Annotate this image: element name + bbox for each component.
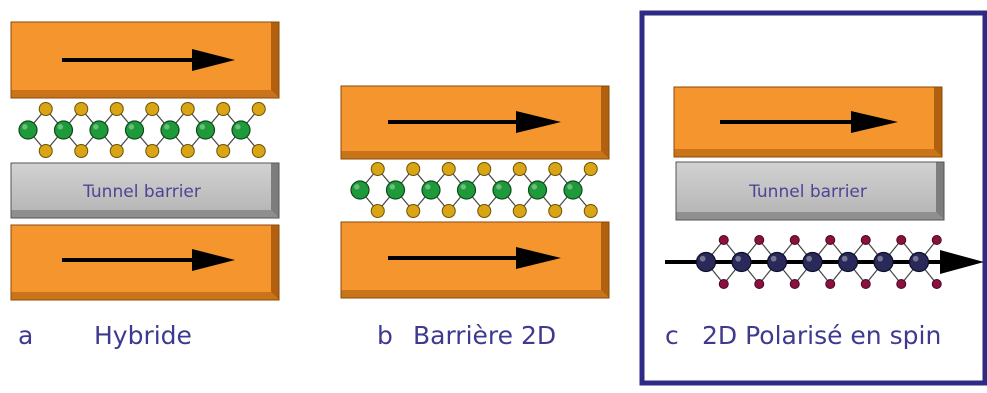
small-atom xyxy=(718,235,729,245)
magnetization-arrow-icon xyxy=(720,111,898,133)
small-atom xyxy=(38,144,53,158)
small-atom xyxy=(370,204,385,218)
small-atom xyxy=(370,162,385,176)
small-atom xyxy=(825,279,836,289)
small-atom xyxy=(251,102,266,116)
panel-a-title: Hybride xyxy=(94,321,192,350)
large-atom xyxy=(492,180,512,200)
small-atom xyxy=(512,162,527,176)
small-atom xyxy=(441,204,456,218)
small-atom xyxy=(180,102,195,116)
small-atom xyxy=(754,279,765,289)
small-atom xyxy=(216,144,231,158)
tunnel-barrier: Tunnel barrier xyxy=(10,162,280,219)
large-atom xyxy=(160,120,180,140)
small-atom xyxy=(860,235,871,245)
small-atom xyxy=(931,235,942,245)
small-atom xyxy=(406,204,421,218)
large-atom xyxy=(89,120,109,140)
magnetization-arrow-icon xyxy=(388,111,561,133)
molecular-layer-icon xyxy=(18,102,266,158)
panel-c-frame xyxy=(639,10,987,386)
small-atom xyxy=(896,235,907,245)
large-atom xyxy=(731,251,752,273)
small-atom xyxy=(38,102,53,116)
small-atom xyxy=(109,102,124,116)
small-atom xyxy=(789,235,800,245)
large-atom xyxy=(563,180,583,200)
small-atom xyxy=(180,144,195,158)
large-atom xyxy=(837,251,859,273)
small-atom xyxy=(754,235,765,245)
small-atom xyxy=(860,279,871,289)
bottom-electrode xyxy=(340,221,610,299)
large-atom xyxy=(421,180,441,200)
panel-b-title: Barrière 2D xyxy=(413,321,557,350)
small-atom xyxy=(477,162,492,176)
large-atom xyxy=(231,120,251,140)
barrier-label: Tunnel barrier xyxy=(82,182,201,202)
large-atom xyxy=(195,120,216,140)
magnetization-arrow-icon xyxy=(62,49,235,71)
magnetization-arrow-icon xyxy=(62,249,235,271)
large-atom xyxy=(527,180,548,200)
small-atom xyxy=(145,102,160,116)
large-atom xyxy=(802,251,823,273)
large-atom xyxy=(124,120,145,140)
small-atom xyxy=(74,102,89,116)
large-atom xyxy=(873,251,894,273)
small-atom xyxy=(406,162,421,176)
small-atom xyxy=(74,144,89,158)
panel-c: Tunnel barrier xyxy=(665,86,984,289)
small-atom xyxy=(583,204,598,218)
large-atom xyxy=(456,180,477,200)
panel-a-letter: a xyxy=(18,321,34,350)
small-atom xyxy=(548,204,563,218)
panel-a: Tunnel barrier xyxy=(10,21,280,301)
small-atom xyxy=(896,279,907,289)
large-atom xyxy=(18,120,38,140)
panel-b xyxy=(340,85,610,299)
panel-c-letter: c xyxy=(665,321,679,350)
tunnel-barrier: Tunnel barrier xyxy=(675,161,945,221)
panel-c-title: 2D Polarisé en spin xyxy=(702,321,942,350)
magnetization-arrow-icon xyxy=(388,247,561,269)
small-atom xyxy=(441,162,456,176)
small-atom xyxy=(789,279,800,289)
panel-b-letter: b xyxy=(377,321,393,350)
large-atom xyxy=(766,251,788,273)
small-atom xyxy=(718,279,729,289)
small-atom xyxy=(583,162,598,176)
small-atom xyxy=(825,235,836,245)
small-atom xyxy=(145,144,160,158)
large-atom xyxy=(908,251,930,273)
small-atom xyxy=(109,144,124,158)
small-atom xyxy=(512,204,527,218)
large-atom xyxy=(53,120,74,140)
molecular-layer-icon xyxy=(350,162,598,218)
bottom-electrode xyxy=(10,224,280,301)
small-atom xyxy=(477,204,492,218)
large-atom xyxy=(695,251,717,273)
barrier-label: Tunnel barrier xyxy=(748,182,867,202)
small-atom xyxy=(548,162,563,176)
large-atom xyxy=(385,180,406,200)
large-atom xyxy=(350,180,370,200)
small-atom xyxy=(251,144,266,158)
molecular-layer-icon xyxy=(665,235,984,289)
small-atom xyxy=(931,279,942,289)
small-atom xyxy=(216,102,231,116)
